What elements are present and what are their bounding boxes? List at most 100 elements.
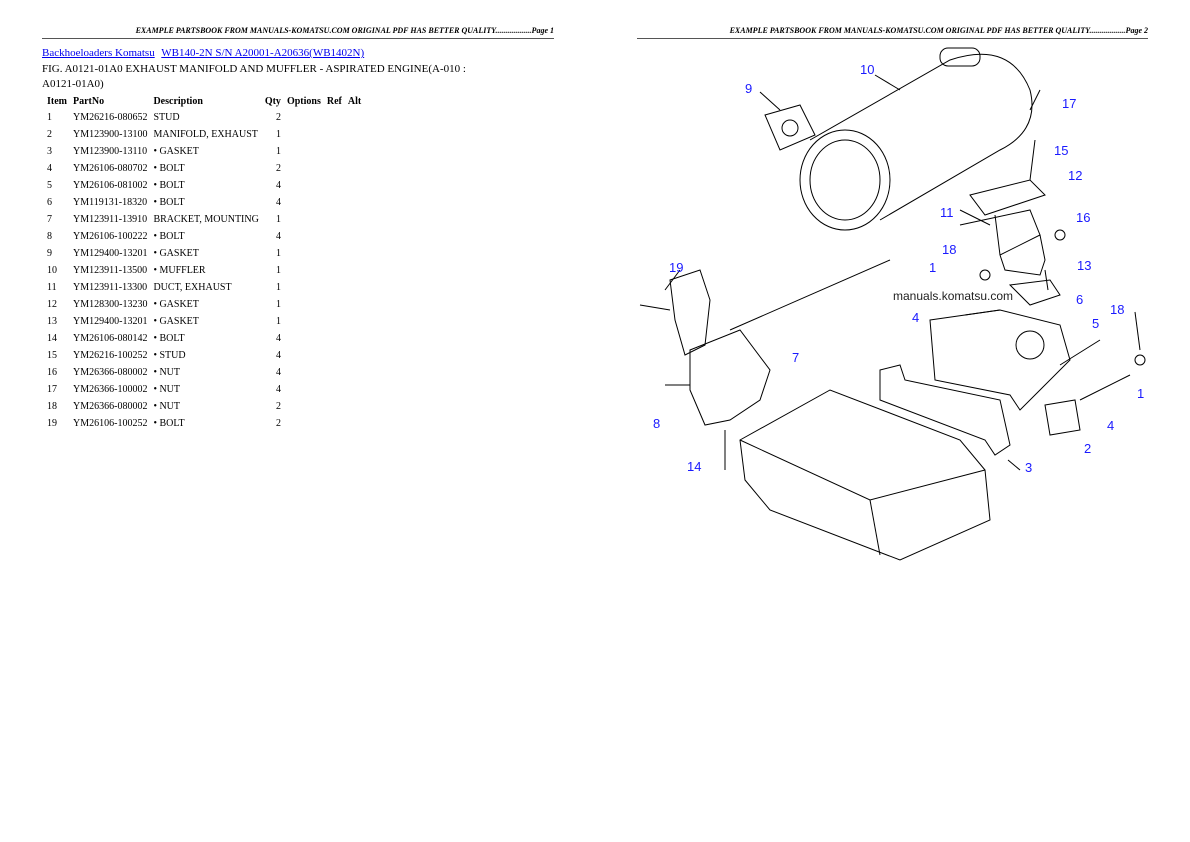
cell-qty: 1 — [275, 214, 281, 225]
callout-12: 12 — [1068, 168, 1082, 183]
table-row: 18 YM26366-080002 • NUT 2 — [44, 398, 364, 415]
cell-item: 3 — [47, 146, 52, 157]
cell-qty: 1 — [275, 265, 281, 276]
callout-4: 4 — [1107, 418, 1114, 433]
cell-description: • NUT — [153, 384, 181, 395]
cell-item: 7 — [47, 214, 52, 225]
page-2-header: EXAMPLE PARTSBOOK FROM MANUALS-KOMATSU.C… — [637, 26, 1148, 39]
callout-16: 16 — [1076, 210, 1090, 225]
cell-part-no: YM119131-18320 — [73, 197, 148, 208]
cell-qty: 4 — [275, 384, 281, 395]
callout-3: 3 — [1025, 460, 1032, 475]
cell-qty: 2 — [275, 163, 281, 174]
cell-description: • GASKET — [153, 146, 199, 157]
cell-description: BRACKET, MOUNTING — [153, 214, 259, 225]
cell-item: 18 — [47, 401, 57, 412]
column-header-item: Item — [47, 96, 67, 107]
muffler-shape — [809, 53, 1033, 221]
cell-qty: 1 — [275, 316, 281, 327]
cell-item: 9 — [47, 248, 52, 259]
cell-qty: 1 — [275, 248, 281, 259]
callout-13: 13 — [1077, 258, 1091, 273]
cell-item: 16 — [47, 367, 57, 378]
callout-17: 17 — [1062, 96, 1076, 111]
cell-part-no: YM129400-13201 — [73, 248, 148, 259]
cell-qty: 4 — [275, 231, 281, 242]
page-1-header: EXAMPLE PARTSBOOK FROM MANUALS-KOMATSU.C… — [42, 26, 554, 39]
column-header-options: Options — [286, 96, 321, 107]
cell-part-no: YM123911-13300 — [73, 282, 148, 293]
callout-14: 14 — [687, 459, 701, 474]
cell-description: • GASKET — [153, 248, 199, 259]
cell-item: 1 — [47, 112, 52, 123]
callout-19: 19 — [669, 260, 683, 275]
cell-item: 8 — [47, 231, 52, 242]
cell-item: 6 — [47, 197, 52, 208]
cell-qty: 4 — [275, 367, 281, 378]
cell-part-no: YM26106-081002 — [73, 180, 148, 191]
cell-part-no: YM26106-080702 — [73, 163, 148, 174]
cell-qty: 2 — [275, 401, 281, 412]
cell-description: • BOLT — [153, 418, 185, 429]
breadcrumb-link-category[interactable]: Backhoeloaders Komatsu — [42, 47, 155, 59]
cell-description: • NUT — [153, 401, 181, 412]
table-row: 14 YM26106-080142 • BOLT 4 — [44, 330, 364, 347]
callout-18: 18 — [942, 242, 956, 257]
callout-1: 1 — [1137, 386, 1144, 401]
cell-description: • GASKET — [153, 316, 199, 327]
table-row: 9 YM129400-13201 • GASKET 1 — [44, 245, 364, 262]
cell-description: • BOLT — [153, 333, 185, 344]
cell-part-no: YM26106-080142 — [73, 333, 148, 344]
column-header-ref: Ref — [326, 96, 342, 107]
cell-item: 14 — [47, 333, 57, 344]
cell-part-no: YM123911-13910 — [73, 214, 148, 225]
breadcrumb-link-model[interactable]: WB140-2N S/N A20001-A20636(WB1402N) — [161, 47, 365, 59]
cell-description: • BOLT — [153, 197, 185, 208]
cell-part-no: YM123900-13100 — [73, 129, 148, 140]
cell-part-no: YM123911-13500 — [73, 265, 148, 276]
cell-part-no: YM26106-100222 — [73, 231, 148, 242]
callout-2: 2 — [1084, 441, 1091, 456]
callout-10: 10 — [860, 62, 874, 77]
callout-5: 5 — [1092, 316, 1099, 331]
cell-item: 2 — [47, 129, 52, 140]
cell-item: 17 — [47, 384, 57, 395]
callout-8: 8 — [653, 416, 660, 431]
callout-7: 7 — [792, 350, 799, 365]
cell-item: 12 — [47, 299, 57, 310]
figure-title: FIG. A0121-01A0 EXHAUST MANIFOLD AND MUF… — [42, 63, 466, 90]
breadcrumb: Backhoeloaders Komatsu WB140-2N S/N A200… — [42, 46, 368, 60]
cell-description: • BOLT — [153, 180, 185, 191]
table-row: 7 YM123911-13910 BRACKET, MOUNTING 1 — [44, 211, 364, 228]
cell-qty: 2 — [275, 112, 281, 123]
cell-part-no: YM26366-080002 — [73, 401, 148, 412]
cell-qty: 4 — [275, 333, 281, 344]
cell-item: 15 — [47, 350, 57, 361]
cell-qty: 1 — [275, 299, 281, 310]
column-header-alt: Alt — [347, 96, 362, 107]
cell-description: • GASKET — [153, 299, 199, 310]
cell-item: 11 — [47, 282, 57, 293]
table-row: 8 YM26106-100222 • BOLT 4 — [44, 228, 364, 245]
cell-part-no: YM123900-13110 — [73, 146, 148, 157]
cell-qty: 1 — [275, 282, 281, 293]
cell-description: MANIFOLD, EXHAUST — [153, 129, 258, 140]
cell-description: • NUT — [153, 367, 181, 378]
cell-item: 13 — [47, 316, 57, 327]
cell-description: • BOLT — [153, 231, 185, 242]
callout-11: 11 — [940, 205, 954, 220]
cell-part-no: YM26216-100252 — [73, 350, 148, 361]
column-header-partno: PartNo — [73, 96, 105, 107]
cell-part-no: YM26216-080652 — [73, 112, 148, 123]
cell-part-no: YM26366-100002 — [73, 384, 148, 395]
